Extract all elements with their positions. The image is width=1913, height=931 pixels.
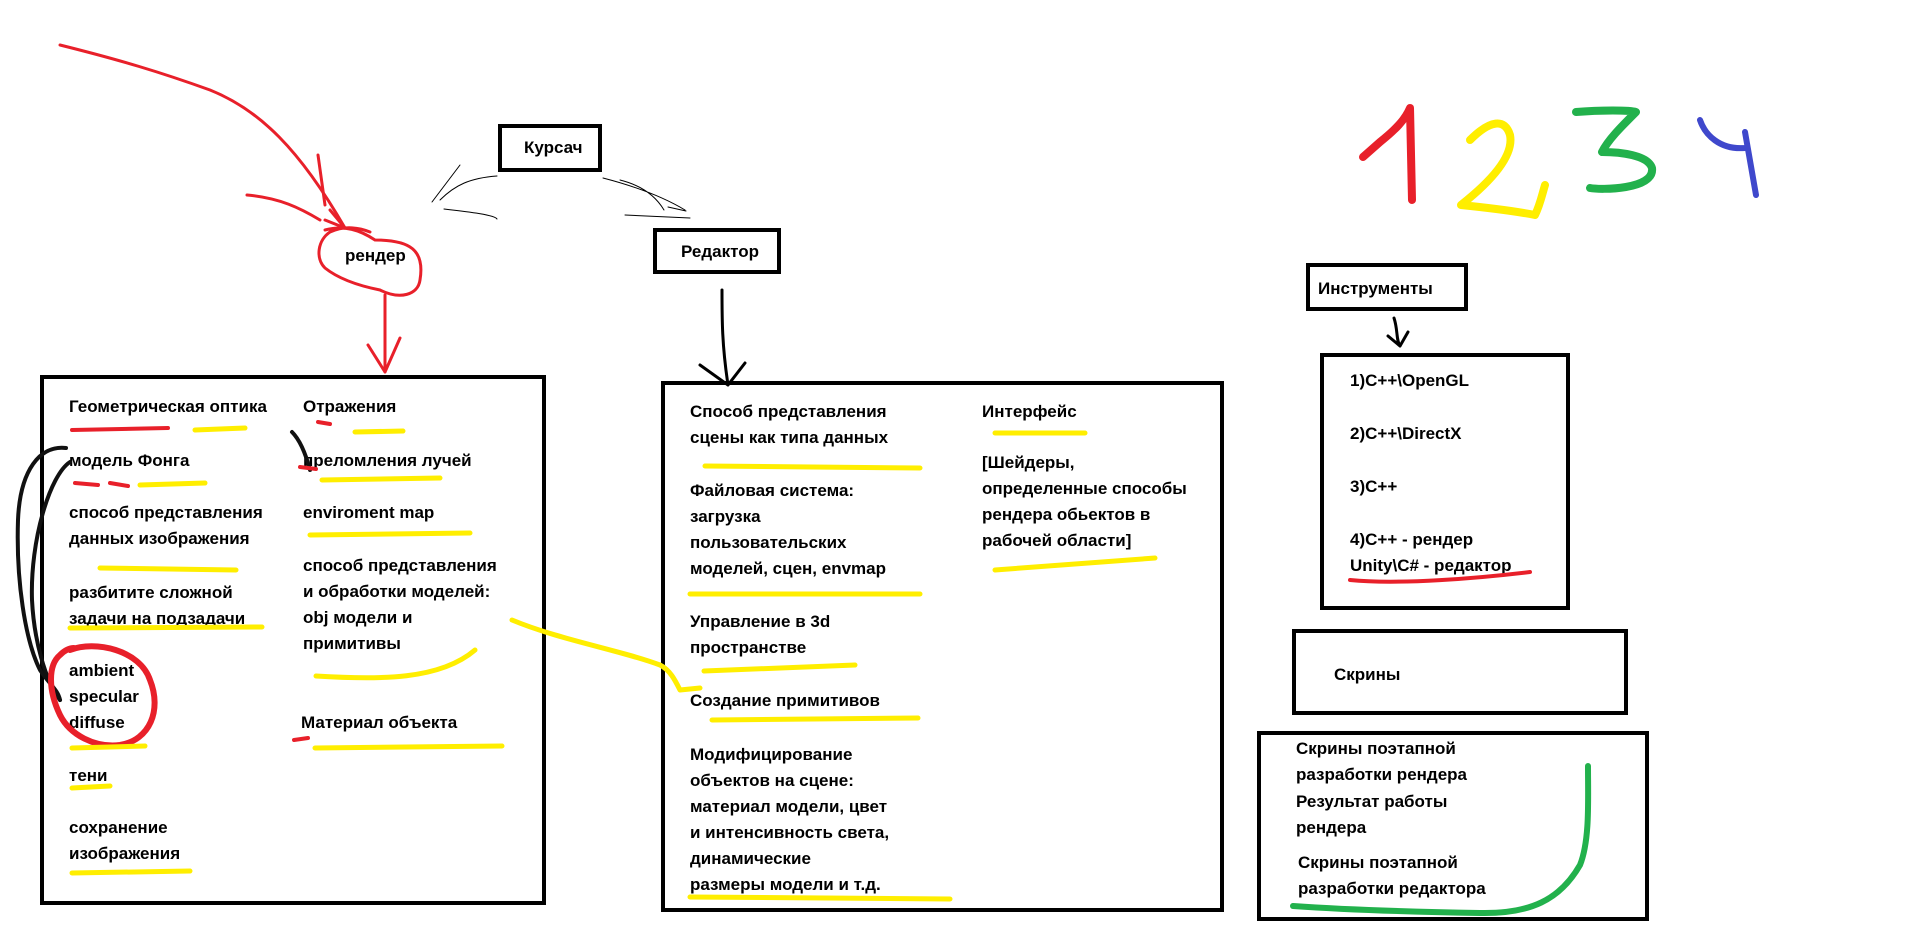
render-item-reflections: Отражения — [303, 397, 397, 416]
editor-item-primitives: Создание примитивов — [690, 691, 880, 710]
render-item-envmap: enviroment map — [303, 503, 435, 522]
screens-item-editor-steps: Скрины поэтапной разработки редактора — [1298, 853, 1486, 898]
red-arrow-long — [58, 43, 347, 230]
red-arrow-down — [366, 293, 402, 374]
render-item-refraction: преломления лучей — [303, 451, 472, 470]
render-item-lighting-terms: ambient specular diffuse — [69, 661, 139, 732]
title-label: Курсач — [524, 138, 583, 157]
editor-item-interface: Интерфейс — [982, 402, 1077, 421]
render-item-phong-model: модель Фонга — [69, 451, 190, 470]
screens-item-render-steps: Скрины поэтапной разработки рендера — [1296, 739, 1467, 784]
number-3 — [1572, 106, 1656, 193]
editor-item-3d-control: Управление в 3d пространстве — [690, 612, 831, 657]
editor-title-box: Редактор — [653, 228, 781, 274]
tools-item-2: 2)C++\DirectX — [1350, 424, 1462, 443]
tools-item-4: 4)C++ - рендер Unity\C# - редактор — [1350, 530, 1512, 575]
number-1 — [1359, 104, 1416, 204]
screens-title-box: Скрины — [1292, 629, 1628, 715]
number-2 — [1457, 119, 1549, 219]
editor-label: Редактор — [681, 242, 759, 261]
title-connector-right — [602, 177, 691, 219]
render-item-material: Материал объекта — [301, 713, 458, 732]
render-item-geometric-optics: Геометрическая оптика — [69, 397, 267, 416]
render-item-save-image: сохранение изображения — [69, 818, 181, 863]
tools-item-1: 1)C++\OpenGL — [1350, 371, 1470, 390]
title-connector-left — [431, 164, 498, 220]
screens-item-render-result: Результат работы рендера — [1296, 792, 1448, 837]
red-arrow-short — [245, 153, 327, 222]
render-item-subtasks: разбитите сложной задачи на подзадачи — [69, 583, 246, 628]
tools-arrow-down — [1386, 316, 1410, 348]
editor-item-file-system: Файловая система: загрузка пользовательс… — [690, 481, 887, 578]
editor-item-shaders: [Шейдеры, определенные способы рендера о… — [982, 453, 1187, 550]
title-box: Курсач — [498, 124, 602, 172]
editor-item-modify-objects: Модифицирование объектов на сцене: матер… — [690, 745, 890, 894]
render-item-image-data: способ представления данных изображения — [69, 503, 263, 548]
tools-label: Инструменты — [1318, 279, 1433, 298]
render-item-shadows: тени — [69, 766, 108, 785]
editor-arrow-down — [698, 288, 747, 387]
screens-label: Скрины — [1334, 665, 1401, 684]
editor-item-scene-data: Способ представления сцены как типа данн… — [690, 402, 889, 447]
tools-item-3: 3)C++ — [1350, 477, 1398, 496]
render-red-arrows — [58, 43, 423, 374]
number-4 — [1697, 117, 1759, 198]
tools-title-box: Инструменты — [1306, 263, 1468, 311]
render-item-models: способ представления и обработки моделей… — [303, 556, 497, 653]
tools-box — [1320, 353, 1570, 610]
render-label: рендер — [345, 246, 406, 265]
handwritten-numbers — [1359, 104, 1759, 219]
red-arrow-long-tip — [323, 208, 347, 230]
